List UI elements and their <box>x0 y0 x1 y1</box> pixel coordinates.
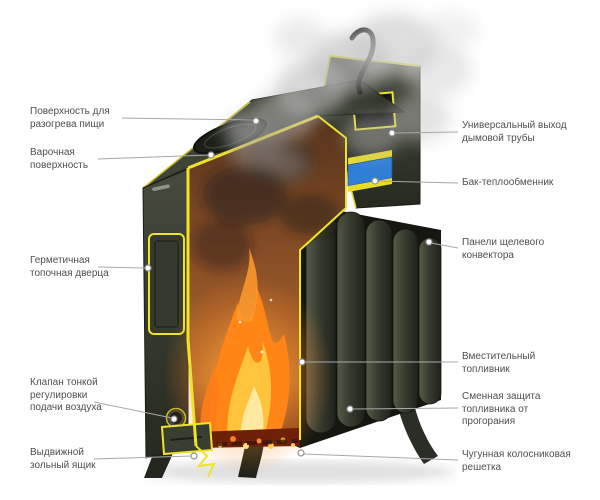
label-firebox: Вместительный топливник <box>462 351 536 375</box>
label-convector-panels: Панели щелевого конвектора <box>462 237 545 261</box>
label-ash-drawer: Выдвижной зольный ящик <box>30 447 96 471</box>
cut-edges <box>186 114 347 478</box>
label-cooking-surface: Варочная поверхность <box>30 147 89 171</box>
label-air-valve: Клапан тонкой регулировки подачи воздуха <box>30 377 102 414</box>
label-heat-exchanger-tank: Бак-теплообменник <box>462 177 554 188</box>
label-firebox-door: Герметичная топочная дверца <box>30 255 109 279</box>
stove-left-panel <box>142 168 189 459</box>
firebox-cutaway <box>163 116 346 475</box>
flames <box>200 248 290 442</box>
label-cast-iron-grate: Чугунная колосниковая решетка <box>462 449 571 473</box>
ground-shadow <box>145 461 455 483</box>
callout-dots <box>144 117 433 460</box>
label-chimney-outlet: Универсальный выход дымовой трубы <box>462 120 567 144</box>
label-firebox-protection: Сменная защита топливника от прогорания <box>462 391 541 428</box>
coals-and-grate <box>196 428 300 449</box>
smoke <box>222 12 478 181</box>
brand-mark <box>152 184 170 192</box>
ash-drawer <box>160 421 214 456</box>
firebox-door <box>148 233 185 335</box>
leader-lines <box>93 117 459 461</box>
label-food-warming-surface: Поверхность для разогрева пищи <box>30 106 110 130</box>
